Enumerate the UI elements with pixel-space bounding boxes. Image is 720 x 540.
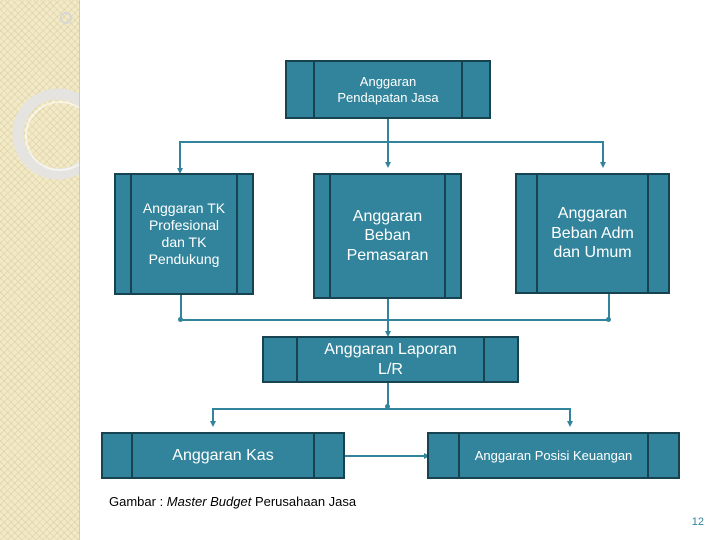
connector [344, 455, 426, 457]
connector-dot [385, 404, 390, 409]
connector [602, 141, 604, 163]
sidebar-divider [79, 0, 80, 540]
figure-caption: Gambar : Master Budget Perusahaan Jasa [109, 494, 356, 509]
box-anggaran-beban-pemasaran: Anggaran Beban Pemasaran [313, 173, 462, 299]
connector [569, 408, 571, 422]
box-label: Anggaran TK Profesional dan TK Pendukung [142, 199, 226, 268]
connector [212, 408, 571, 410]
box-anggaran-posisi-keuangan: Anggaran Posisi Keuangan [427, 432, 680, 479]
box-anggaran-pendapatan-jasa: Anggaran Pendapatan Jasa [285, 60, 491, 119]
arrow-down-icon [385, 331, 391, 337]
arrow-down-icon [600, 162, 606, 168]
caption-suffix: Perusahaan Jasa [251, 494, 357, 509]
box-label: Anggaran Posisi Keuangan [474, 447, 633, 463]
arrow-down-icon [210, 421, 216, 427]
connector [387, 299, 389, 320]
connector [387, 320, 389, 332]
connector [387, 118, 389, 142]
connector [387, 382, 389, 408]
box-anggaran-tk: Anggaran TK Profesional dan TK Pendukung [114, 173, 254, 295]
box-label: Anggaran Beban Pemasaran [346, 207, 429, 264]
connector [180, 295, 182, 320]
box-label: Anggaran Pendapatan Jasa [337, 73, 439, 105]
box-anggaran-laporan-lr: Anggaran Laporan L/R [262, 336, 519, 383]
box-label: Anggaran Kas [172, 446, 274, 464]
arrow-down-icon [385, 162, 391, 168]
box-label: Anggaran Beban Adm dan Umum [551, 205, 634, 262]
caption-italic: Master Budget [166, 494, 252, 509]
connector [180, 319, 610, 321]
connector [387, 141, 389, 163]
box-anggaran-kas: Anggaran Kas [101, 432, 345, 479]
connector [179, 141, 181, 169]
arrow-down-icon [177, 168, 183, 174]
box-anggaran-beban-adm: Anggaran Beban Adm dan Umum [515, 173, 670, 294]
connector [179, 141, 604, 143]
connector [212, 408, 214, 422]
decorative-sidebar [0, 0, 79, 540]
connector [608, 294, 610, 320]
circle-ornament [12, 12, 79, 180]
page-number: 12 [691, 516, 704, 528]
caption-prefix: Gambar : [109, 494, 167, 509]
box-label: Anggaran Laporan L/R [324, 340, 457, 378]
arrow-down-icon [567, 421, 573, 427]
